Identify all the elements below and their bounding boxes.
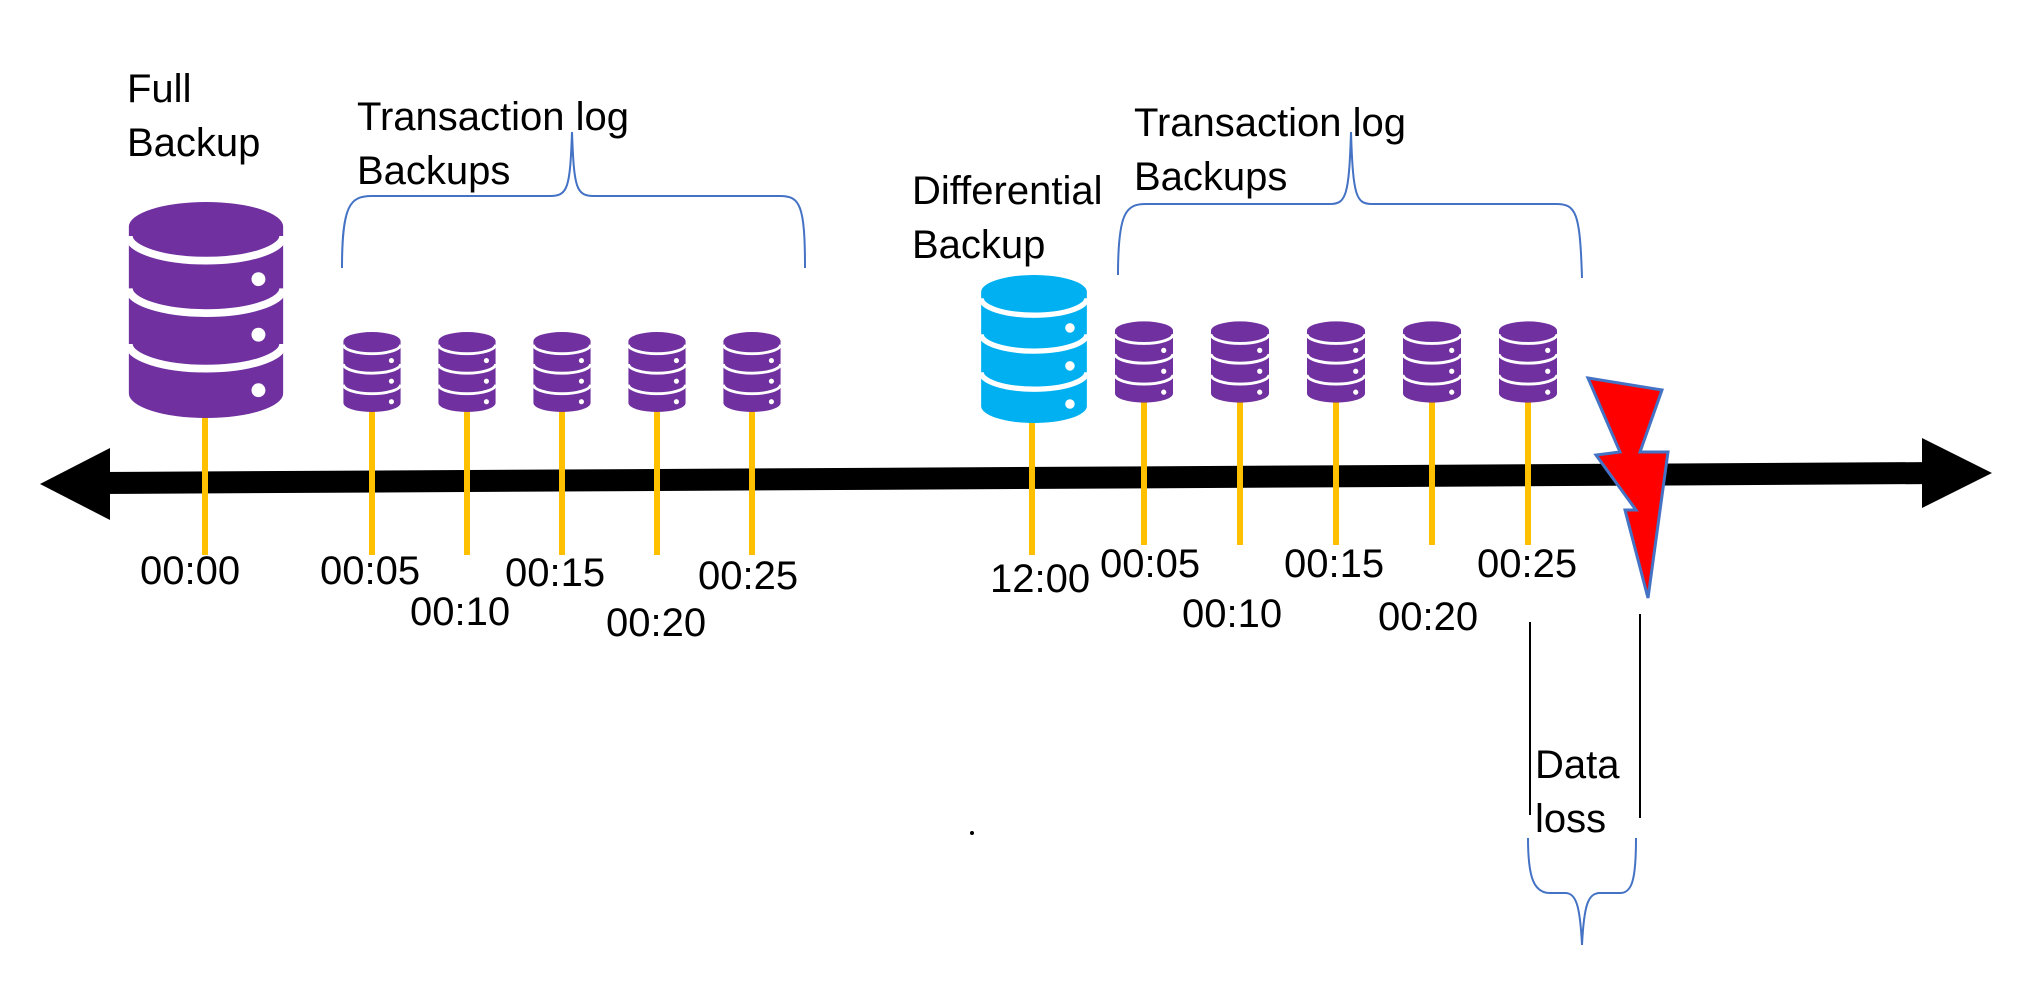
time-label-log2-1: 00:05 [1100,542,1201,586]
database-icon [628,332,686,412]
time-label-log1-4: 00:20 [606,601,707,645]
tlog-label-1-line1: Transaction log [357,95,629,139]
time-label-log1-3: 00:15 [505,551,606,595]
time-label-log2-4: 00:20 [1378,595,1479,639]
data-loss-markers [1529,614,1641,818]
tlog-label-1-line2: Backups [357,149,511,193]
log-backup-group-2 [1115,320,1557,404]
timeline-axis [40,438,1992,520]
database-icon [1403,320,1461,404]
time-label-log2-3: 00:15 [1284,542,1385,586]
time-label-log1-1: 00:05 [320,549,421,593]
log-backups-brace-2 [1117,131,1583,279]
full-backup-label-line2: Backup [127,121,261,165]
database-icon [1211,320,1269,404]
time-label-differential: 12:00 [990,557,1091,601]
time-label-full: 00:00 [140,549,241,593]
log-backups-brace-1 [341,131,806,269]
braces [341,131,1637,946]
tlog-label-2-line2: Backups [1134,155,1288,199]
time-label-log2-2: 00:10 [1182,592,1283,636]
differential-backup-database-icon [981,275,1087,423]
timeline-left-arrowhead [40,448,110,520]
lightning-bolt-icon [1585,376,1670,599]
database-icon [438,332,496,412]
time-label-log1-5: 00:25 [698,554,799,598]
stray-dot [970,831,974,835]
data-loss-label-line2: loss [1535,797,1607,841]
differential-label-line1: Differential [912,169,1103,213]
time-label-log1-2: 00:10 [410,590,511,634]
tlog-label-2-line1: Transaction log [1134,101,1406,145]
time-label-log2-5: 00:25 [1477,542,1578,586]
data-loss-label-line1: Data [1535,743,1620,787]
full-backup-label-line1: Full [127,67,192,111]
database-icon [723,332,781,412]
log-backup-group-1 [343,332,781,412]
data-loss-brace [1527,837,1637,946]
database-icon [1307,320,1365,404]
database-icon [1499,320,1557,404]
differential-label-line2: Backup [912,223,1046,267]
stems [202,398,1531,555]
full-backup-database-icon [129,202,283,418]
database-icon [1115,320,1173,404]
database-icon [533,332,591,412]
timeline-right-arrowhead [1922,438,1992,508]
database-icon [343,332,401,412]
